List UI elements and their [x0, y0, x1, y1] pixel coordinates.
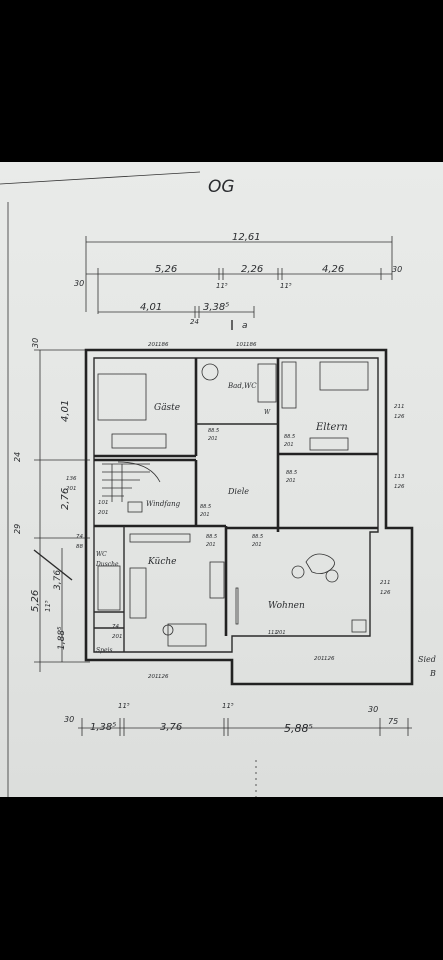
building-walls [84, 348, 414, 686]
opening-11a: 101 [98, 500, 109, 506]
opening-9b: 201 [200, 512, 210, 518]
room-wc: WC [96, 551, 107, 558]
opening-17b: 201 [276, 630, 286, 636]
opening-14b: 201 [112, 634, 123, 640]
room-diele: Diele [227, 487, 249, 496]
dim-top-right: 4,26 [322, 264, 344, 275]
floor-plan-drawing: OG 12,61 30 5,26 2,26 4,26 30 11⁵ 11⁵ 4,… [0, 171, 436, 797]
opening-1b: 186 [158, 342, 169, 348]
dim-left-30: 30 [31, 338, 40, 348]
dim-left-401: 4,01 [60, 400, 71, 422]
room-bad-wc: Bad,WC [227, 382, 257, 390]
opening-11b: 201 [98, 510, 109, 516]
opening-16b: 126 [324, 656, 335, 662]
room-b: B [429, 669, 436, 678]
opening-1a: 201 [148, 342, 159, 348]
opening-labels: 201 186 101 186 211 126 88.5 201 88.5 20… [66, 342, 405, 680]
opening-3a: 211 [394, 404, 405, 410]
opening-3b: 126 [394, 414, 405, 420]
opening-12b: 126 [380, 590, 391, 596]
opening-15a: 201 [148, 674, 159, 680]
dim-left-29: 29 [13, 524, 22, 534]
dim-second-b: 3,38⁵ [203, 302, 229, 313]
dim-bottom-588: 5,88⁵ [284, 722, 313, 735]
opening-12a: 211 [380, 580, 391, 586]
opening-18b: 201 [206, 542, 216, 548]
dim-left-115: 11⁵ [44, 600, 52, 612]
dim-left-276: 2,76 [60, 488, 71, 510]
opening-10a: 88.5 [252, 534, 263, 540]
opening-10b: 201 [252, 542, 262, 548]
dim-bottom-138: 1,38⁵ [90, 722, 116, 733]
section-mark-a: a [242, 321, 248, 331]
opening-2a: 101 [236, 342, 247, 348]
dim-bottom-75: 75 [388, 717, 398, 726]
dim-top-left: 5,26 [155, 264, 177, 275]
opening-14a: 74 [112, 624, 119, 630]
opening-2b: 186 [246, 342, 257, 348]
sheet-edge-line [0, 171, 201, 185]
bottom-dimension-chains: 30 1,38⁵ 3,76 5,88⁵ 11⁵ 11⁵ 30 75 [64, 702, 412, 797]
top-dimension-chains: 12,61 30 5,26 2,26 4,26 30 11⁵ 11⁵ 4,01 … [74, 232, 402, 331]
opening-18a: 88.5 [206, 534, 217, 540]
opening-4b: 201 [208, 436, 218, 442]
opening-17a: 111 [268, 630, 278, 636]
room-wohnen: Wohnen [268, 601, 305, 611]
dim-top-sup-1: 11⁵ [216, 282, 228, 290]
floor-plan-sheet: OG 12,61 30 5,26 2,26 4,26 30 11⁵ 11⁵ 4,… [0, 162, 443, 797]
furniture [97, 361, 369, 647]
dim-top-mid: 2,26 [241, 264, 263, 275]
opening-8a: 88.5 [286, 470, 297, 476]
room-speis: Speis [96, 647, 113, 654]
room-sied: Sied [418, 655, 436, 664]
dim-left-188: 1,88⁵ [57, 626, 67, 650]
opening-4a: 88.5 [208, 428, 219, 434]
room-gaeste: Gäste [154, 403, 180, 413]
room-w: W [264, 409, 271, 416]
room-windfang: Windfang [146, 500, 181, 508]
opening-7a: 113 [394, 474, 405, 480]
room-eltern: Eltern [315, 422, 348, 433]
dim-bottom-30b: 30 [368, 705, 378, 714]
room-dusche: Dusche [95, 561, 119, 568]
opening-5a: 88.5 [284, 434, 295, 440]
left-dimension-chains: 30 4,01 24 2,76 29 5,26 3,76 11⁵ 1,88⁵ [13, 338, 90, 672]
dim-top-edge-right: 30 [392, 265, 402, 274]
dim-left-526: 5,26 [30, 590, 41, 612]
opening-6b: 201 [66, 486, 77, 492]
dim-bottom-30: 30 [64, 715, 74, 724]
dim-top-total: 12,61 [232, 232, 261, 243]
opening-5b: 201 [284, 442, 294, 448]
room-kueche: Küche [147, 557, 177, 567]
opening-8b: 201 [286, 478, 296, 484]
opening-9a: 88.5 [200, 504, 211, 510]
dim-bottom-376: 3,76 [160, 722, 182, 733]
floor-label: OG [208, 177, 235, 197]
dim-left-376: 3,76 [53, 570, 63, 590]
opening-15b: 126 [158, 674, 169, 680]
dim-left-24: 24 [13, 452, 22, 462]
dim-top-sup-2: 11⁵ [280, 282, 292, 290]
opening-13b: 88 [76, 544, 83, 550]
opening-7b: 126 [394, 484, 405, 490]
dim-bottom-sup-2: 11⁵ [222, 702, 234, 710]
dim-top-edge-left: 30 [74, 279, 84, 288]
opening-13a: 74 [76, 534, 83, 540]
opening-16a: 201 [314, 656, 325, 662]
dim-bottom-sup-1: 11⁵ [118, 702, 130, 710]
dim-second-a: 4,01 [140, 302, 162, 313]
dim-small-24: 24 [190, 318, 199, 326]
staircase [102, 461, 161, 502]
opening-6a: 136 [66, 476, 77, 482]
